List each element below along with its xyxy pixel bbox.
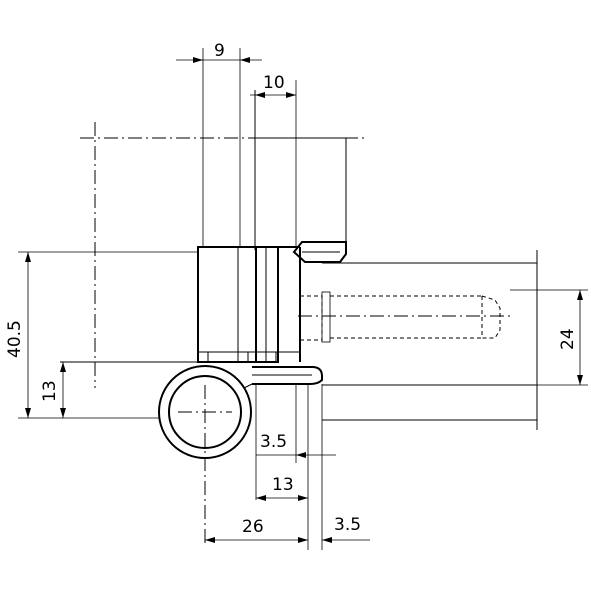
arrow-13-left-top: [60, 362, 66, 372]
hinge-leaf-block: [255, 246, 279, 363]
dimension-13-left: 13: [40, 362, 66, 418]
hinge-tab-right: [265, 351, 277, 363]
dimension-3-5-lower: 3.5: [321, 384, 370, 550]
arrow-13-left-bottom: [60, 408, 66, 418]
dim-label-3-5-lower: 3.5: [334, 515, 361, 535]
arrow-9-left: [193, 57, 203, 63]
hinge-body: [60, 241, 347, 385]
screw-housing: [321, 291, 331, 343]
dim-label-3-5-upper: 3.5: [260, 432, 287, 452]
dimension-3-5-upper: 3.5: [255, 384, 336, 500]
dim-label-24: 24: [558, 328, 578, 350]
screw-hidden: [299, 291, 501, 343]
dim-label-40-5: 40.5: [5, 320, 25, 358]
arrow-40-5-bottom: [25, 408, 31, 418]
arrow-40-5-top: [25, 252, 31, 262]
arrow-13-bottom-left: [256, 495, 266, 501]
door-leaf: [322, 250, 538, 430]
hinge-barrel: [158, 365, 253, 459]
hinge-outer-block: [197, 246, 257, 363]
arrow-24-top: [577, 290, 583, 300]
arrow-13-bottom-right: [298, 495, 308, 501]
barrel-inner: [168, 375, 242, 449]
dimension-13-bottom: 13: [256, 384, 309, 550]
arrow-10-left: [255, 92, 265, 98]
dim-label-13-bottom: 13: [272, 475, 294, 495]
hinge-tab-mid: [237, 351, 249, 363]
dim-label-10: 10: [263, 73, 285, 93]
barrel-outer: [158, 365, 252, 459]
arrow-10-right: [286, 92, 296, 98]
arrow-9-right: [240, 57, 250, 63]
arrow-3-5-lower: [322, 537, 332, 543]
dimension-40-5: 40.5: [5, 251, 198, 419]
arrow-24-bottom: [577, 375, 583, 385]
hinge-lower-plate: [252, 366, 323, 385]
screw-tip: [481, 295, 501, 339]
arrow-26-left: [205, 537, 215, 543]
arrow-26-right: [298, 537, 308, 543]
dim-label-26: 26: [242, 517, 264, 537]
dimension-9: 9: [176, 41, 262, 247]
dimension-26: 26: [205, 517, 308, 543]
screw-head: [299, 295, 323, 341]
arrow-3-5-upper: [296, 452, 306, 458]
dim-label-13-left: 13: [40, 380, 60, 402]
barrel-connection: [243, 383, 253, 389]
frame-stop-profile: [292, 241, 347, 263]
hinge-tab-left: [197, 351, 209, 363]
dimension-10: 10: [250, 73, 297, 247]
center-lines: [80, 122, 512, 545]
dimension-24: 24: [510, 289, 588, 386]
dim-label-9: 9: [214, 41, 225, 61]
frame-profile: [254, 90, 347, 250]
